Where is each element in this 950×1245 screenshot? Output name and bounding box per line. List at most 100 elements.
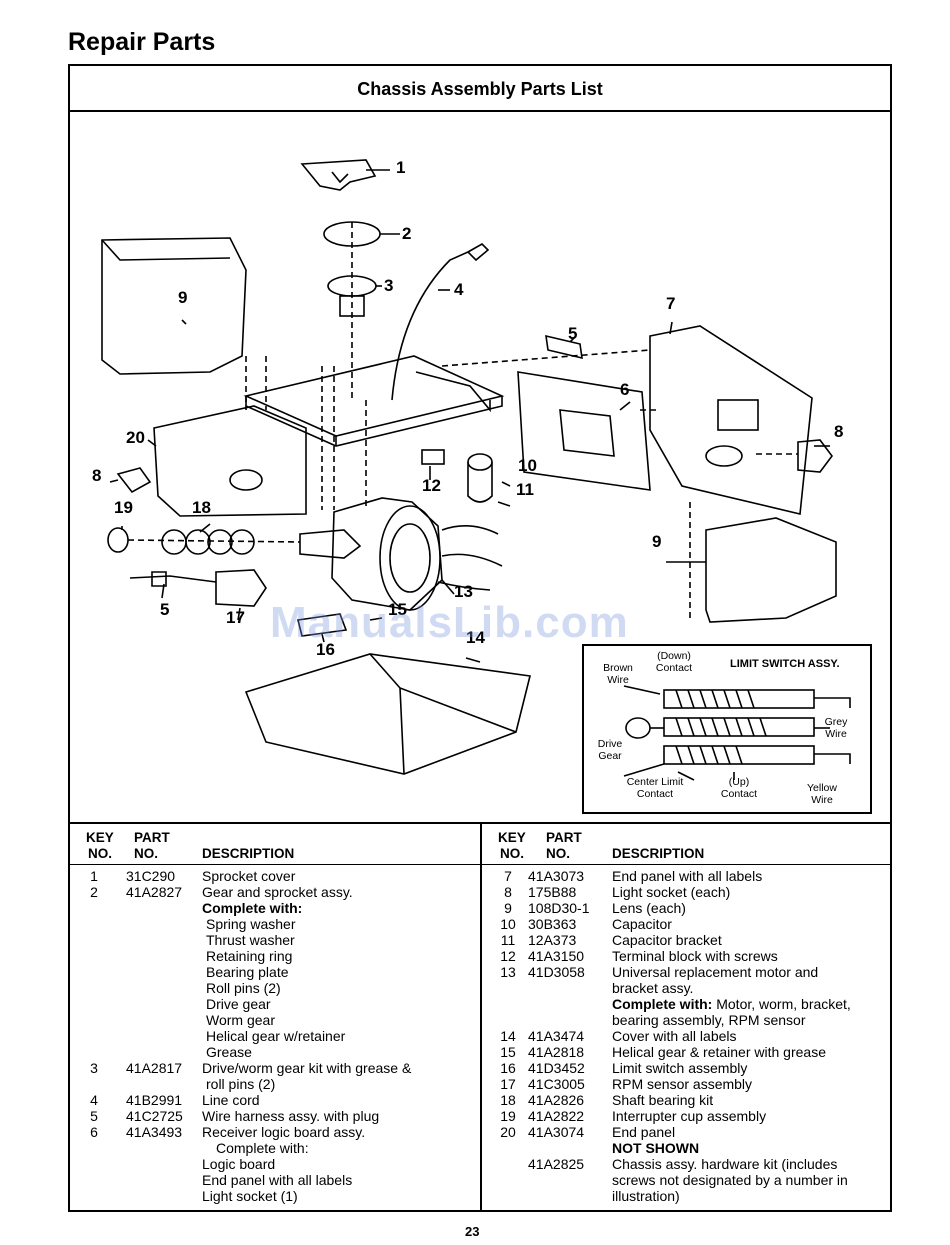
description: Universal replacement motor and	[612, 964, 819, 980]
key-number: 7	[504, 868, 512, 884]
callout-9-left: 9	[178, 288, 188, 307]
description: Drive gear	[206, 996, 271, 1012]
part-number: 41D3058	[528, 964, 585, 980]
label-yellow-wire: Yellow Wire	[807, 782, 837, 806]
table-row: Worm gear	[70, 1012, 480, 1028]
callout-18: 18	[192, 498, 211, 517]
table-row: illustration)	[482, 1188, 892, 1204]
description: RPM sensor assembly	[612, 1076, 753, 1092]
key-number: 20	[500, 1124, 516, 1140]
table-row: Drive gear	[70, 996, 480, 1012]
table-row: Thrust washer	[70, 932, 480, 948]
description: Complete with:	[202, 900, 303, 916]
callout-16: 16	[316, 640, 335, 659]
table-row: bracket assy.	[482, 980, 892, 996]
description: Limit switch assembly	[612, 1060, 748, 1076]
key-number: 19	[500, 1108, 516, 1124]
description: roll pins (2)	[206, 1076, 276, 1092]
limit-switch-title: LIMIT SWITCH ASSY.	[730, 658, 840, 670]
description: Receiver logic board assy.	[202, 1124, 366, 1140]
part-number: 31C290	[126, 868, 176, 884]
description: Helical gear w/retainer	[206, 1028, 346, 1044]
callout-3: 3	[384, 276, 394, 295]
description: Worm gear	[206, 1012, 275, 1028]
description: Complete with: Motor, worm, bracket,	[612, 996, 851, 1012]
part-number: 41A2827	[126, 884, 183, 900]
key-number: 14	[500, 1028, 516, 1044]
description: bracket assy.	[612, 980, 694, 996]
header-part: PART	[134, 830, 170, 845]
header-key-no: NO.	[500, 846, 525, 861]
description: NOT SHOWN	[612, 1140, 700, 1156]
key-number: 2	[90, 884, 98, 900]
key-number: 9	[504, 900, 512, 916]
description: Drive/worm gear kit with grease &	[202, 1060, 412, 1076]
part-number: 41A3150	[528, 948, 585, 964]
key-number: 10	[500, 916, 516, 932]
description: Helical gear & retainer with grease	[612, 1044, 826, 1060]
callout-19: 19	[114, 498, 133, 517]
description: Gear and sprocket assy.	[202, 884, 353, 900]
description: Capacitor bracket	[612, 932, 722, 948]
header-part-no: NO.	[134, 846, 159, 861]
exploded-diagram-drawing	[101, 159, 837, 775]
table-row: Complete with:	[70, 1140, 480, 1156]
callout-5: 5	[568, 324, 578, 343]
table-row: Complete with:	[70, 900, 480, 916]
callout-5-lower: 5	[160, 600, 170, 619]
description: Roll pins (2)	[206, 980, 281, 996]
section-title: Chassis Assembly Parts List	[70, 66, 890, 112]
label-up-contact: (Up) Contact	[720, 776, 758, 800]
part-number: 108D30-1	[528, 900, 590, 916]
description: Sprocket cover	[202, 868, 296, 884]
table-row: Light socket (1)	[70, 1188, 480, 1204]
table-row: Helical gear w/retainer	[70, 1028, 480, 1044]
description-emphasis: Complete with:	[612, 996, 713, 1012]
description: Light socket (each)	[612, 884, 731, 900]
table-header-left: KEY NO. PART NO. DESCRIPTION	[70, 828, 480, 865]
page-number: 23	[465, 1224, 480, 1239]
part-number: 41A3074	[528, 1124, 585, 1140]
table-row: 2 41A2827 Gear and sprocket assy.	[70, 884, 480, 900]
table-row: bearing assembly, RPM sensor	[482, 1012, 892, 1028]
key-number: 15	[500, 1044, 516, 1060]
callout-17: 17	[226, 608, 245, 627]
header-description: DESCRIPTION	[612, 846, 705, 861]
callout-10: 10	[518, 456, 537, 475]
key-number: 1	[90, 868, 98, 884]
description: Spring washer	[206, 916, 296, 932]
description: End panel with all labels	[202, 1172, 353, 1188]
description: screws not designated by a number in	[612, 1172, 848, 1188]
label-grey-wire: Grey Wire	[824, 716, 848, 740]
table-row: screws not designated by a number in	[482, 1172, 892, 1188]
header-part: PART	[546, 830, 582, 845]
part-number: 41A2825	[528, 1156, 585, 1172]
part-number: 41A2818	[528, 1044, 585, 1060]
callout-13: 13	[454, 582, 473, 601]
description: Bearing plate	[206, 964, 289, 980]
description: Thrust washer	[206, 932, 295, 948]
description: illustration)	[612, 1188, 680, 1204]
header-key: KEY	[498, 830, 526, 845]
parts-rows-left: 1 31C290 Sprocket cover 2 41A2827 Gear and sp…	[70, 868, 480, 1204]
part-number: 41A2826	[528, 1092, 585, 1108]
table-row: Grease	[70, 1044, 480, 1060]
key-number: 5	[90, 1108, 98, 1124]
part-number: 12A373	[528, 932, 577, 948]
callout-6: 6	[620, 380, 630, 399]
limit-switch-drawing	[623, 685, 851, 781]
key-number: 6	[90, 1124, 98, 1140]
callout-4: 4	[454, 280, 464, 299]
limit-switch-inset: LIMIT SWITCH ASSY. Brown Wire (Down) Con…	[582, 644, 872, 814]
table-row: End panel with all labels	[70, 1172, 480, 1188]
table-header-right: KEY NO. PART NO. DESCRIPTION	[482, 828, 892, 865]
callout-8-right: 8	[834, 422, 844, 441]
part-number: 41A3493	[126, 1124, 183, 1140]
